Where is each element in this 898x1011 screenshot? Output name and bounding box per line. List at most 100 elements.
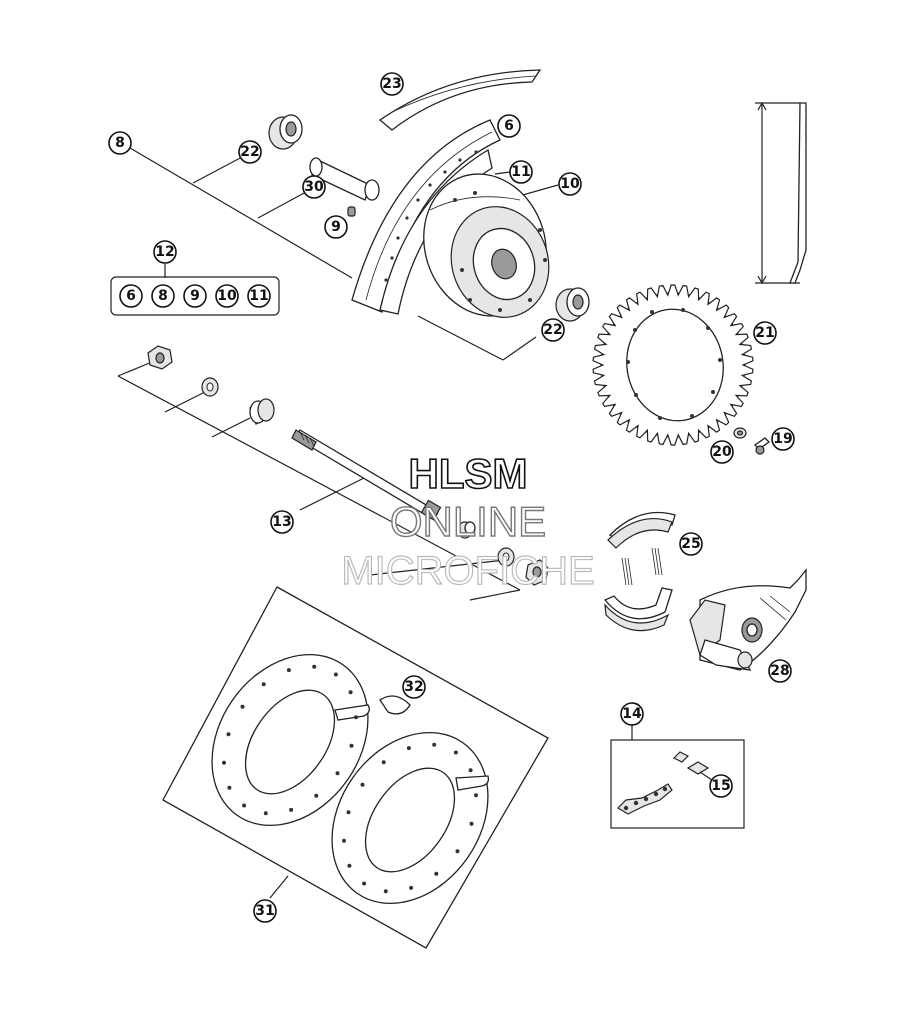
callout-10-label: 10 — [560, 176, 580, 192]
callout-21: 21 — [753, 321, 777, 345]
gasket-hole — [354, 715, 358, 720]
gasket-hole — [261, 682, 266, 687]
callout-20: 20 — [710, 440, 734, 464]
watermark: HLSM ONLINE MICROFICHE — [341, 449, 596, 593]
kit-item-11-label: 11 — [249, 288, 268, 304]
callout-11-label: 11 — [511, 164, 530, 180]
kit-item-11: 11 — [247, 284, 271, 308]
callout-25: 25 — [679, 532, 703, 556]
axle-nut-right — [525, 559, 549, 586]
gasket-hole — [455, 849, 460, 854]
gasket-hole — [383, 889, 388, 894]
gasket-hole — [406, 746, 411, 751]
callout-9-label: 9 — [331, 219, 341, 235]
bearing-lower — [555, 287, 590, 322]
axle-nut — [147, 345, 173, 370]
callout-32: 32 — [402, 675, 426, 699]
leader-lines — [117, 83, 559, 899]
kit-item-8-label: 8 — [158, 288, 168, 304]
callout-23: 23 — [380, 72, 404, 96]
callout-6: 6 — [497, 114, 521, 138]
callout-12-label: 12 — [155, 244, 174, 260]
callout-25-label: 25 — [681, 536, 700, 552]
gasket-hole — [348, 690, 353, 695]
gasket-hole — [312, 664, 317, 669]
axle-washer — [201, 377, 219, 397]
gasket-hole — [469, 821, 474, 826]
callout-13-label: 13 — [272, 514, 291, 530]
axle-spacer — [249, 398, 275, 425]
callout-14-label: 14 — [622, 706, 642, 722]
brake-plate — [689, 568, 807, 671]
spoke — [755, 101, 807, 285]
callout-9: 9 — [324, 215, 348, 239]
callout-31: 31 — [253, 899, 277, 923]
callout-22-lower: 22 — [541, 318, 565, 342]
kit-items: 6 8 9 10 11 — [119, 284, 271, 308]
callout-22-upper-label: 22 — [240, 144, 259, 160]
kit-item-8: 8 — [151, 284, 175, 308]
gasket-hole — [333, 672, 338, 677]
gasket-hole — [242, 803, 247, 808]
chain-kit-box — [610, 725, 745, 829]
callout-11: 11 — [509, 160, 533, 184]
gasket-hole — [347, 863, 352, 868]
gasket-hole — [349, 743, 354, 748]
gasket-hole — [468, 768, 473, 773]
callout-12: 12 — [153, 240, 177, 264]
wheel-kit-box — [110, 276, 280, 316]
callout-22-upper: 22 — [238, 140, 262, 164]
callout-20-label: 20 — [712, 444, 732, 460]
callout-6-label: 6 — [504, 118, 514, 134]
kit-item-6-label: 6 — [126, 288, 136, 304]
brake-shoes — [603, 511, 676, 632]
sprocket-bolt — [753, 437, 771, 455]
callout-14: 14 — [620, 702, 644, 726]
gasket-hole — [286, 668, 291, 673]
gasket-hole — [432, 742, 437, 747]
kit-item-10: 10 — [215, 284, 239, 308]
watermark-line2: ONLINE — [390, 498, 546, 545]
spacer-sleeve — [309, 157, 380, 201]
callout-30-label: 30 — [304, 179, 324, 195]
watermark-line1: HLSM — [409, 450, 528, 497]
callout-8: 8 — [108, 131, 132, 155]
callout-30: 30 — [302, 175, 326, 199]
kit-item-9-label: 9 — [190, 288, 200, 304]
callout-31-label: 31 — [255, 903, 274, 919]
spoke-nipple — [347, 206, 356, 217]
gasket-hole — [240, 704, 245, 709]
callout-21-label: 21 — [755, 325, 774, 341]
axle-shaft — [291, 429, 442, 521]
rim — [351, 119, 501, 315]
gasket-hole — [434, 871, 439, 876]
sprocket — [592, 284, 754, 446]
callout-10: 10 — [558, 172, 582, 196]
gasket-hole — [222, 760, 226, 765]
gasket-hole — [346, 810, 351, 815]
gasket-hole — [314, 793, 319, 798]
callout-19-label: 19 — [773, 431, 792, 447]
gasket-hole — [474, 793, 478, 798]
kit-item-9: 9 — [183, 284, 207, 308]
callout-15: 15 — [709, 774, 733, 798]
gasket-hole — [342, 838, 346, 843]
rim-band — [378, 69, 542, 131]
gasket-hole — [409, 885, 414, 890]
sprocket-nut — [733, 427, 747, 439]
gasket-hole — [226, 732, 231, 737]
callout-28: 28 — [768, 659, 792, 683]
axle-spacer-right — [457, 521, 476, 539]
callout-28-label: 28 — [770, 663, 789, 679]
gasket-hole — [453, 750, 458, 755]
gasket-panel — [162, 586, 549, 949]
kit-item-6: 6 — [119, 284, 143, 308]
gasket-hole — [289, 807, 294, 812]
callout-22-lower-label: 22 — [543, 322, 562, 338]
wheel-hub — [423, 173, 550, 318]
watermark-line3: MICROFICHE — [341, 549, 594, 593]
callout-19: 19 — [771, 427, 795, 451]
callout-13: 13 — [270, 510, 294, 534]
callout-15-label: 15 — [711, 778, 730, 794]
